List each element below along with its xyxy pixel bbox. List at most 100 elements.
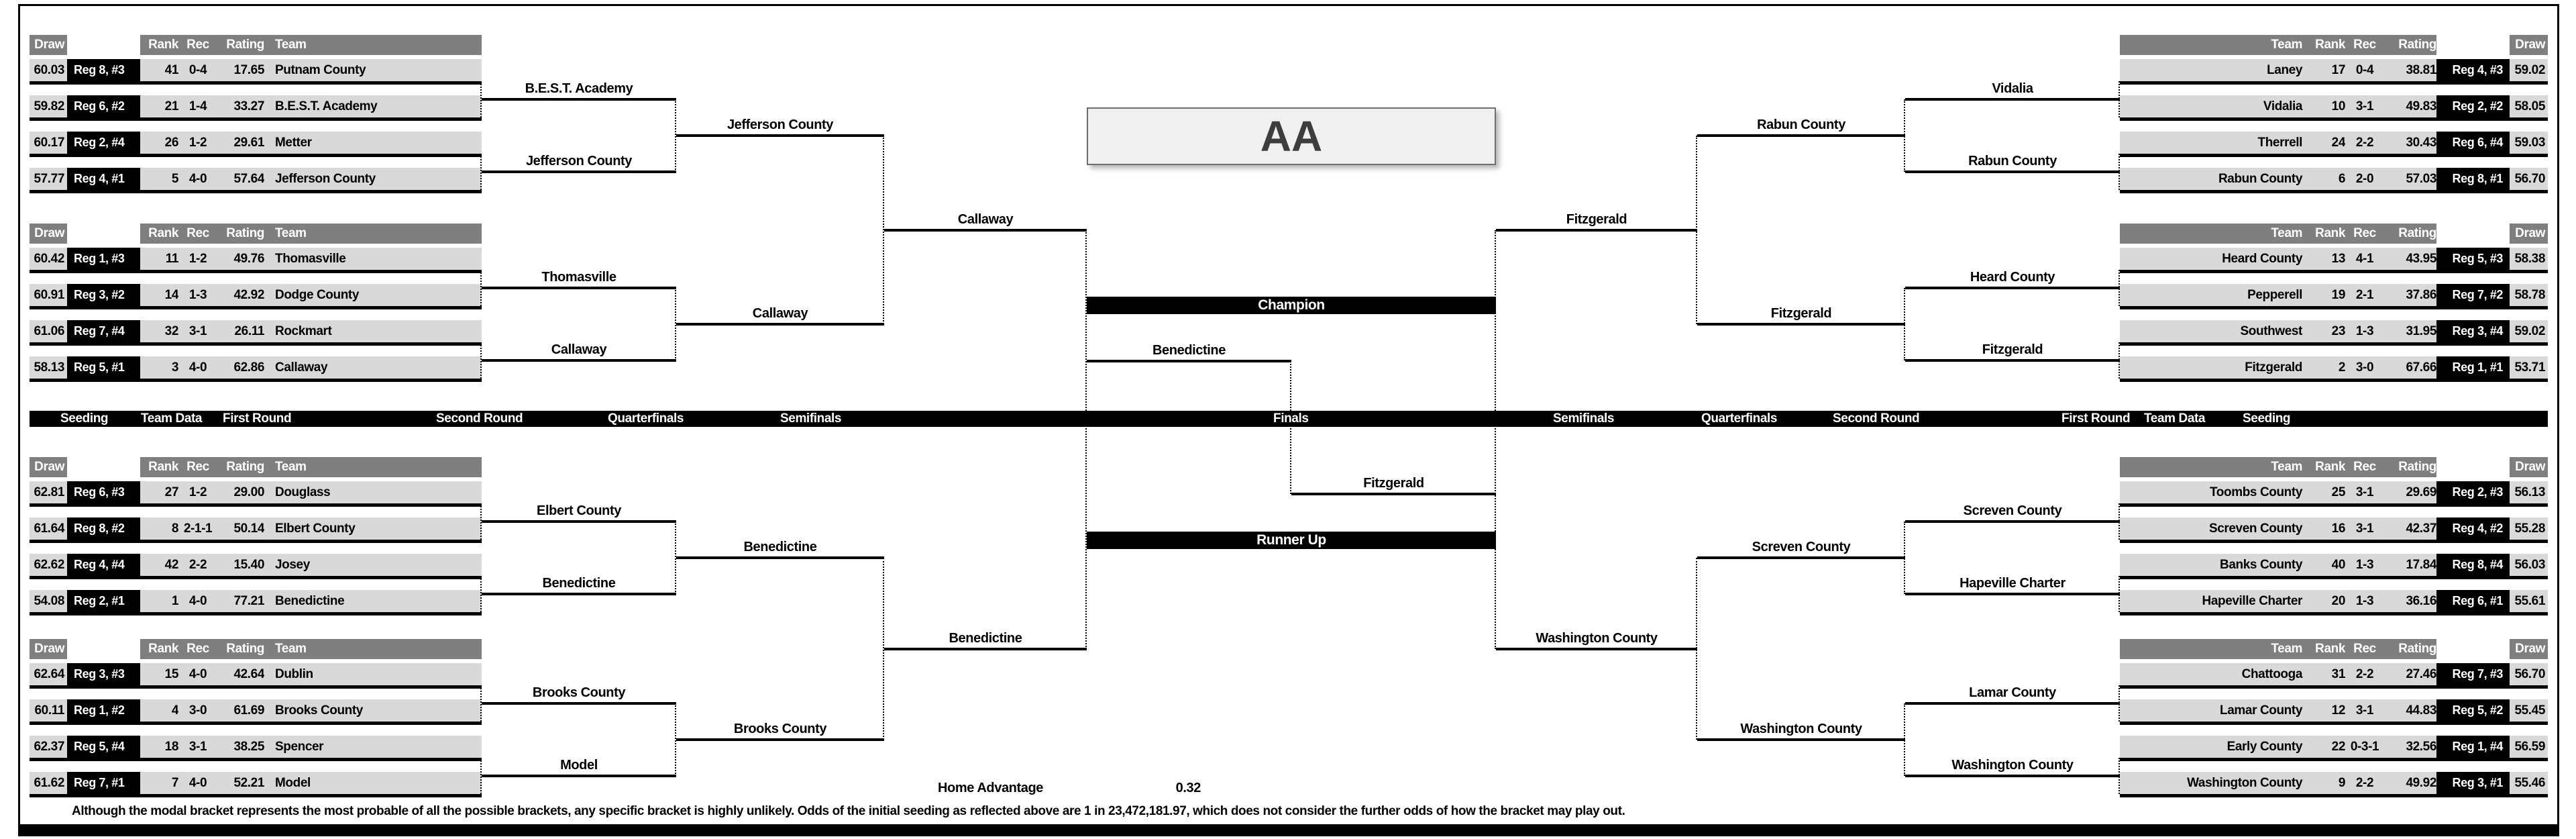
- region-seed-cell: Reg 4, #3: [2436, 59, 2510, 81]
- bracket-connector: [1696, 136, 1697, 324]
- draw-cell: 58.78: [2510, 284, 2548, 306]
- advancing-team-label: Benedictine: [949, 630, 1022, 646]
- draw-cell: 62.64: [30, 663, 67, 685]
- rec-cell: 2-2: [178, 554, 217, 576]
- bracket-connector: [480, 576, 482, 612]
- advancing-team-label: Benedictine: [542, 576, 616, 591]
- rec-cell: 0-4: [2345, 59, 2384, 81]
- advancing-team-label: Fitzgerald: [1363, 476, 1424, 491]
- bracket-connector: [480, 342, 482, 379]
- team-cell: Putnam County: [264, 59, 482, 81]
- rank-cell: 5: [140, 168, 178, 190]
- column-header-rec: Rec: [2353, 642, 2376, 656]
- round-header-label: Second Round: [436, 411, 523, 426]
- region-seed-cell: Reg 3, #3: [67, 663, 140, 685]
- rec-cell: 3-1: [2345, 699, 2384, 722]
- region-seed-cell: Reg 1, #1: [2436, 356, 2510, 379]
- rec-cell: 3-1: [2345, 517, 2384, 540]
- table-header-draw: Draw: [2510, 224, 2548, 244]
- bracket-line: [1905, 359, 2120, 362]
- rank-cell: 23: [2306, 320, 2345, 342]
- bracket-line: [1087, 360, 1291, 362]
- rank-cell: 41: [140, 59, 178, 81]
- column-header-team: Team: [275, 226, 307, 240]
- team-cell: Brooks County: [264, 699, 482, 722]
- rating-cell: 43.95: [2384, 248, 2436, 270]
- bracket-connector: [675, 99, 676, 172]
- bracket-line: [1697, 738, 1905, 741]
- rating-cell: 29.00: [217, 481, 264, 503]
- team-cell: Fitzgerald: [2120, 356, 2306, 379]
- bracket-connector: [2118, 758, 2120, 794]
- region-seed-cell: Reg 5, #1: [67, 356, 140, 379]
- table-header-draw: Draw: [2510, 35, 2548, 55]
- round-header-label: Seeding: [60, 411, 109, 426]
- region-seed-cell: Reg 5, #2: [2436, 699, 2510, 722]
- bracket-connector: [675, 703, 676, 776]
- rank-cell: 1: [140, 590, 178, 612]
- draw-cell: 61.64: [30, 517, 67, 540]
- team-cell: Benedictine: [264, 590, 482, 612]
- column-header-rating: Rating: [226, 38, 264, 52]
- team-cell: Elbert County: [264, 517, 482, 540]
- rating-cell: 17.65: [217, 59, 264, 81]
- table-header-draw: Draw: [30, 457, 67, 477]
- round-header-label: Finals: [1273, 411, 1309, 426]
- rec-cell: 2-2: [2345, 132, 2384, 154]
- bracket-line: [482, 593, 676, 595]
- rank-cell: 25: [2306, 481, 2345, 503]
- bracket-line: [676, 323, 884, 326]
- frame-border-right: [2557, 4, 2559, 836]
- region-seed-cell: Reg 6, #3: [67, 481, 140, 503]
- region-seed-cell: Reg 6, #2: [67, 95, 140, 117]
- team-cell: Hapeville Charter: [2120, 590, 2306, 612]
- column-header-rank: Rank: [2315, 226, 2345, 240]
- column-header-team: Team: [2271, 38, 2302, 52]
- bracket-connector: [2118, 685, 2120, 722]
- advancing-team-label: Thomasville: [541, 270, 616, 285]
- bracket-connector: [1904, 522, 1905, 594]
- team-cell: Lamar County: [2120, 699, 2306, 722]
- draw-cell: 57.77: [30, 168, 67, 190]
- region-seed-cell: Reg 4, #1: [67, 168, 140, 190]
- draw-cell: 53.71: [2510, 356, 2548, 379]
- rating-cell: 50.14: [217, 517, 264, 540]
- column-header-team: Team: [2271, 642, 2302, 656]
- home-advantage-value: 0.32: [1175, 780, 1201, 795]
- draw-cell: 58.05: [2510, 95, 2548, 117]
- team-cell: Spencer: [264, 736, 482, 758]
- advancing-team-label: Screven County: [1752, 540, 1851, 554]
- rating-cell: 42.37: [2384, 517, 2436, 540]
- rating-cell: 29.69: [2384, 481, 2436, 503]
- runner-up-bar: Runner Up: [1087, 532, 1496, 549]
- team-cell: Therrell: [2120, 132, 2306, 154]
- rank-cell: 42: [140, 554, 178, 576]
- champion-bar: Champion: [1087, 297, 1496, 314]
- bracket-connector: [480, 685, 482, 722]
- rating-cell: 30.43: [2384, 132, 2436, 154]
- bracket-line: [1291, 493, 1496, 495]
- region-seed-cell: Reg 2, #4: [67, 132, 140, 154]
- rank-cell: 16: [2306, 517, 2345, 540]
- draw-cell: 58.38: [2510, 248, 2548, 270]
- advancing-team-label: Callaway: [957, 211, 1014, 227]
- bracket-line: [1905, 287, 2120, 289]
- draw-cell: 62.62: [30, 554, 67, 576]
- region-seed-cell: Reg 4, #4: [67, 554, 140, 576]
- column-header-rank: Rank: [148, 460, 178, 474]
- region-seed-cell: Reg 6, #4: [2436, 132, 2510, 154]
- rec-cell: 4-0: [178, 168, 217, 190]
- team-cell: Laney: [2120, 59, 2306, 81]
- rec-cell: 0-3-1: [2345, 736, 2384, 758]
- draw-cell: 56.13: [2510, 481, 2548, 503]
- bracket-line: [884, 647, 1087, 650]
- round-header-label: First Round: [2061, 411, 2131, 426]
